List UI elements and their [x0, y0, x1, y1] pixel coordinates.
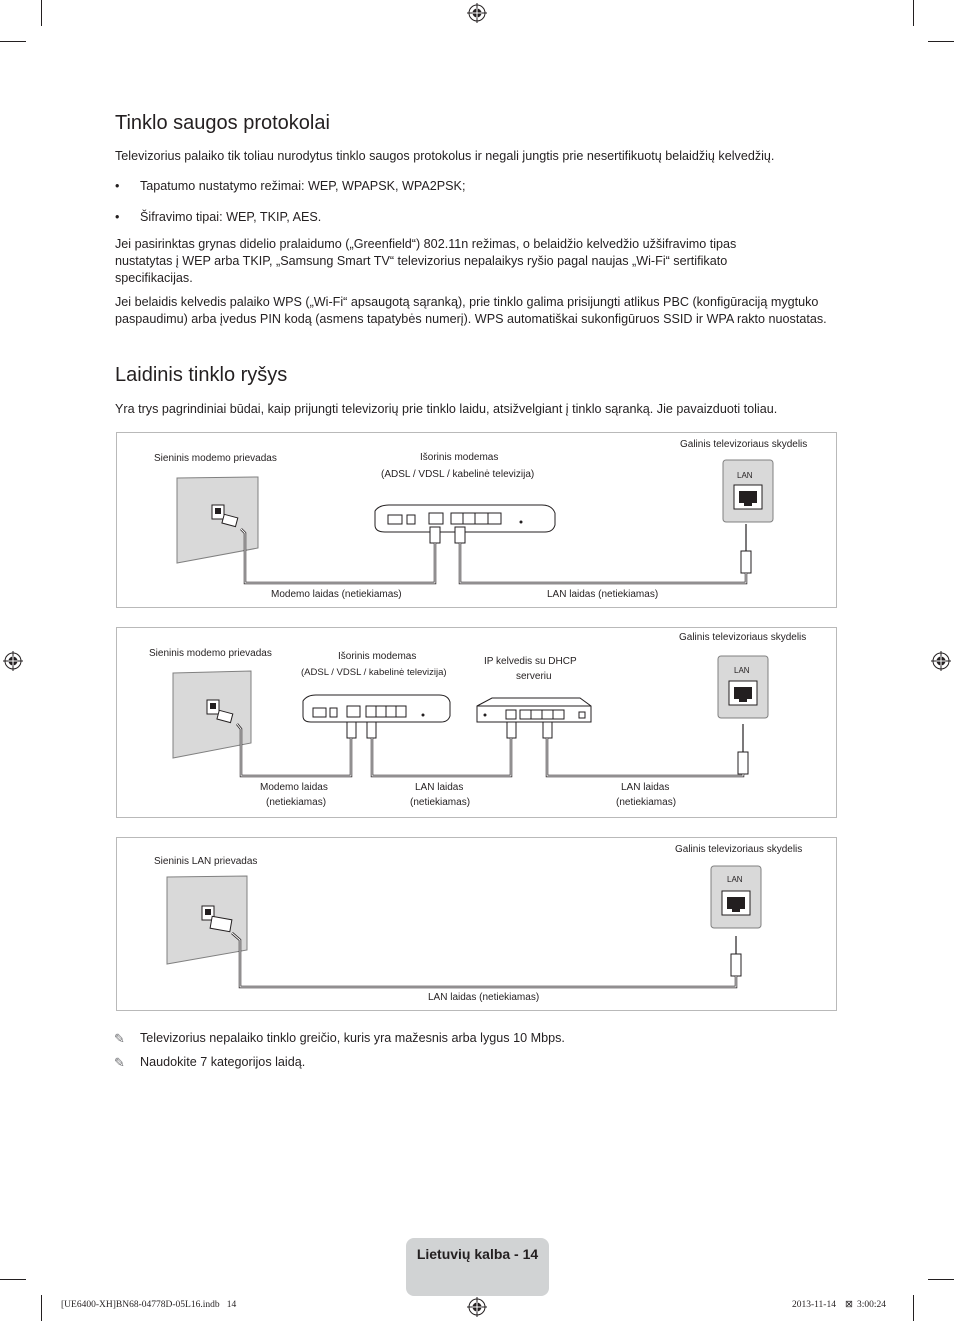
registration-mark-icon	[467, 3, 487, 23]
print-time-glyph: ⊠	[845, 1300, 853, 1310]
crop-mark	[41, 1295, 42, 1321]
lan-cable-label: LAN laidas (netiekiamas)	[547, 589, 659, 600]
crop-mark	[0, 1279, 26, 1280]
section-title-security: Tinklo saugos protokolai	[115, 112, 330, 134]
tv-panel-label: Galinis televizoriaus skydelis	[679, 632, 807, 643]
bullet-item: • Tapatumo nustatymo režimai: WEP, WPAPS…	[115, 178, 466, 195]
crop-mark	[913, 1295, 914, 1321]
pencil-note-icon: ✎	[114, 1055, 125, 1070]
page-number-label: Lietuvių kalba - 14	[416, 1246, 539, 1262]
modem-type-label: (ADSL / VDSL / kabelinė televizija)	[301, 667, 447, 678]
diagram-modem-direct-art	[176, 459, 774, 585]
security-intro: Televizorius palaiko tik toliau nurodytu…	[115, 149, 775, 163]
wall-port-label: Sieninis modemo prievadas	[149, 648, 272, 659]
lan-port-label: LAN	[737, 471, 753, 480]
print-date: 2013-11-14	[792, 1300, 836, 1310]
lan-cable-label: LAN laidas	[415, 782, 464, 793]
lan-cable-label: LAN laidas	[621, 782, 670, 793]
lan-port-label: LAN	[734, 666, 750, 675]
wall-port-label: Sieninis modemo prievadas	[154, 453, 277, 464]
diagram-wall-lan-art	[166, 865, 762, 989]
diagram-modem-router: Sieninis modemo prievadas Išorinis modem…	[116, 627, 837, 818]
tv-panel-label: Galinis televizoriaus skydelis	[680, 439, 808, 450]
wired-intro: Yra trys pagrindiniai būdai, kaip prijun…	[115, 402, 778, 416]
diagram-modem-router-art	[172, 655, 769, 778]
crop-mark	[928, 41, 954, 42]
page-number-tab	[406, 1238, 549, 1296]
lan-port-label: LAN	[727, 875, 743, 884]
lan-cable-label-line2: (netiekiamas)	[410, 797, 471, 808]
modem-cable-label: Modemo laidas (netiekiamas)	[271, 589, 402, 600]
pencil-note-icon: ✎	[114, 1031, 125, 1046]
lan-cable-label-line2: (netiekiamas)	[616, 797, 677, 808]
registration-mark-icon	[467, 1297, 487, 1317]
lan-cable-label: LAN laidas (netiekiamas)	[428, 992, 540, 1003]
diagram-wall-lan: Sieninis LAN prievadas Galinis televizor…	[116, 837, 837, 1011]
note-text: Televizorius nepalaiko tinklo greičio, k…	[140, 1031, 565, 1045]
note-text: Naudokite 7 kategorijos laidą.	[140, 1055, 306, 1069]
bullet-text: Tapatumo nustatymo režimai: WEP, WPAPSK,…	[140, 179, 466, 193]
crop-mark	[41, 0, 42, 26]
tv-panel-label: Galinis televizoriaus skydelis	[675, 844, 803, 855]
diagram-modem-direct: Sieninis modemo prievadas Išorinis modem…	[116, 432, 837, 608]
registration-mark-icon	[931, 651, 951, 671]
bullet-dot: •	[115, 210, 120, 224]
crop-mark	[913, 0, 914, 26]
modem-cable-label: Modemo laidas	[260, 782, 328, 793]
greenfield-paragraph: Jei pasirinktas grynas didelio pralaidum…	[115, 237, 737, 285]
print-file-info: [UE6400-XH]BN68-04778D-05L16.indb 14	[61, 1300, 237, 1310]
print-time: 3:00:24	[857, 1300, 887, 1310]
bullet-dot: •	[115, 179, 120, 193]
note-item: ✎ Naudokite 7 kategorijos laidą.	[114, 1054, 306, 1071]
note-item: ✎ Televizorius nepalaiko tinklo greičio,…	[114, 1030, 565, 1047]
modem-cable-label-line2: (netiekiamas)	[266, 797, 327, 808]
wps-paragraph: Jei belaidis kelvedis palaiko WPS („Wi-F…	[115, 295, 827, 326]
router-label: IP kelvedis su DHCP	[484, 656, 577, 667]
bullet-text: Šifravimo tipai: WEP, TKIP, AES.	[140, 210, 322, 224]
bullet-item: • Šifravimo tipai: WEP, TKIP, AES.	[115, 209, 322, 226]
registration-mark-icon	[3, 651, 23, 671]
crop-mark	[928, 1279, 954, 1280]
modem-type-label: (ADSL / VDSL / kabelinė televizija)	[381, 469, 535, 480]
wall-port-label: Sieninis LAN prievadas	[154, 856, 258, 867]
router-label-line2: serveriu	[516, 671, 552, 682]
modem-label: Išorinis modemas	[420, 452, 499, 463]
crop-mark	[0, 41, 26, 42]
modem-label: Išorinis modemas	[338, 651, 417, 662]
section-title-wired: Laidinis tinklo ryšys	[115, 364, 288, 386]
